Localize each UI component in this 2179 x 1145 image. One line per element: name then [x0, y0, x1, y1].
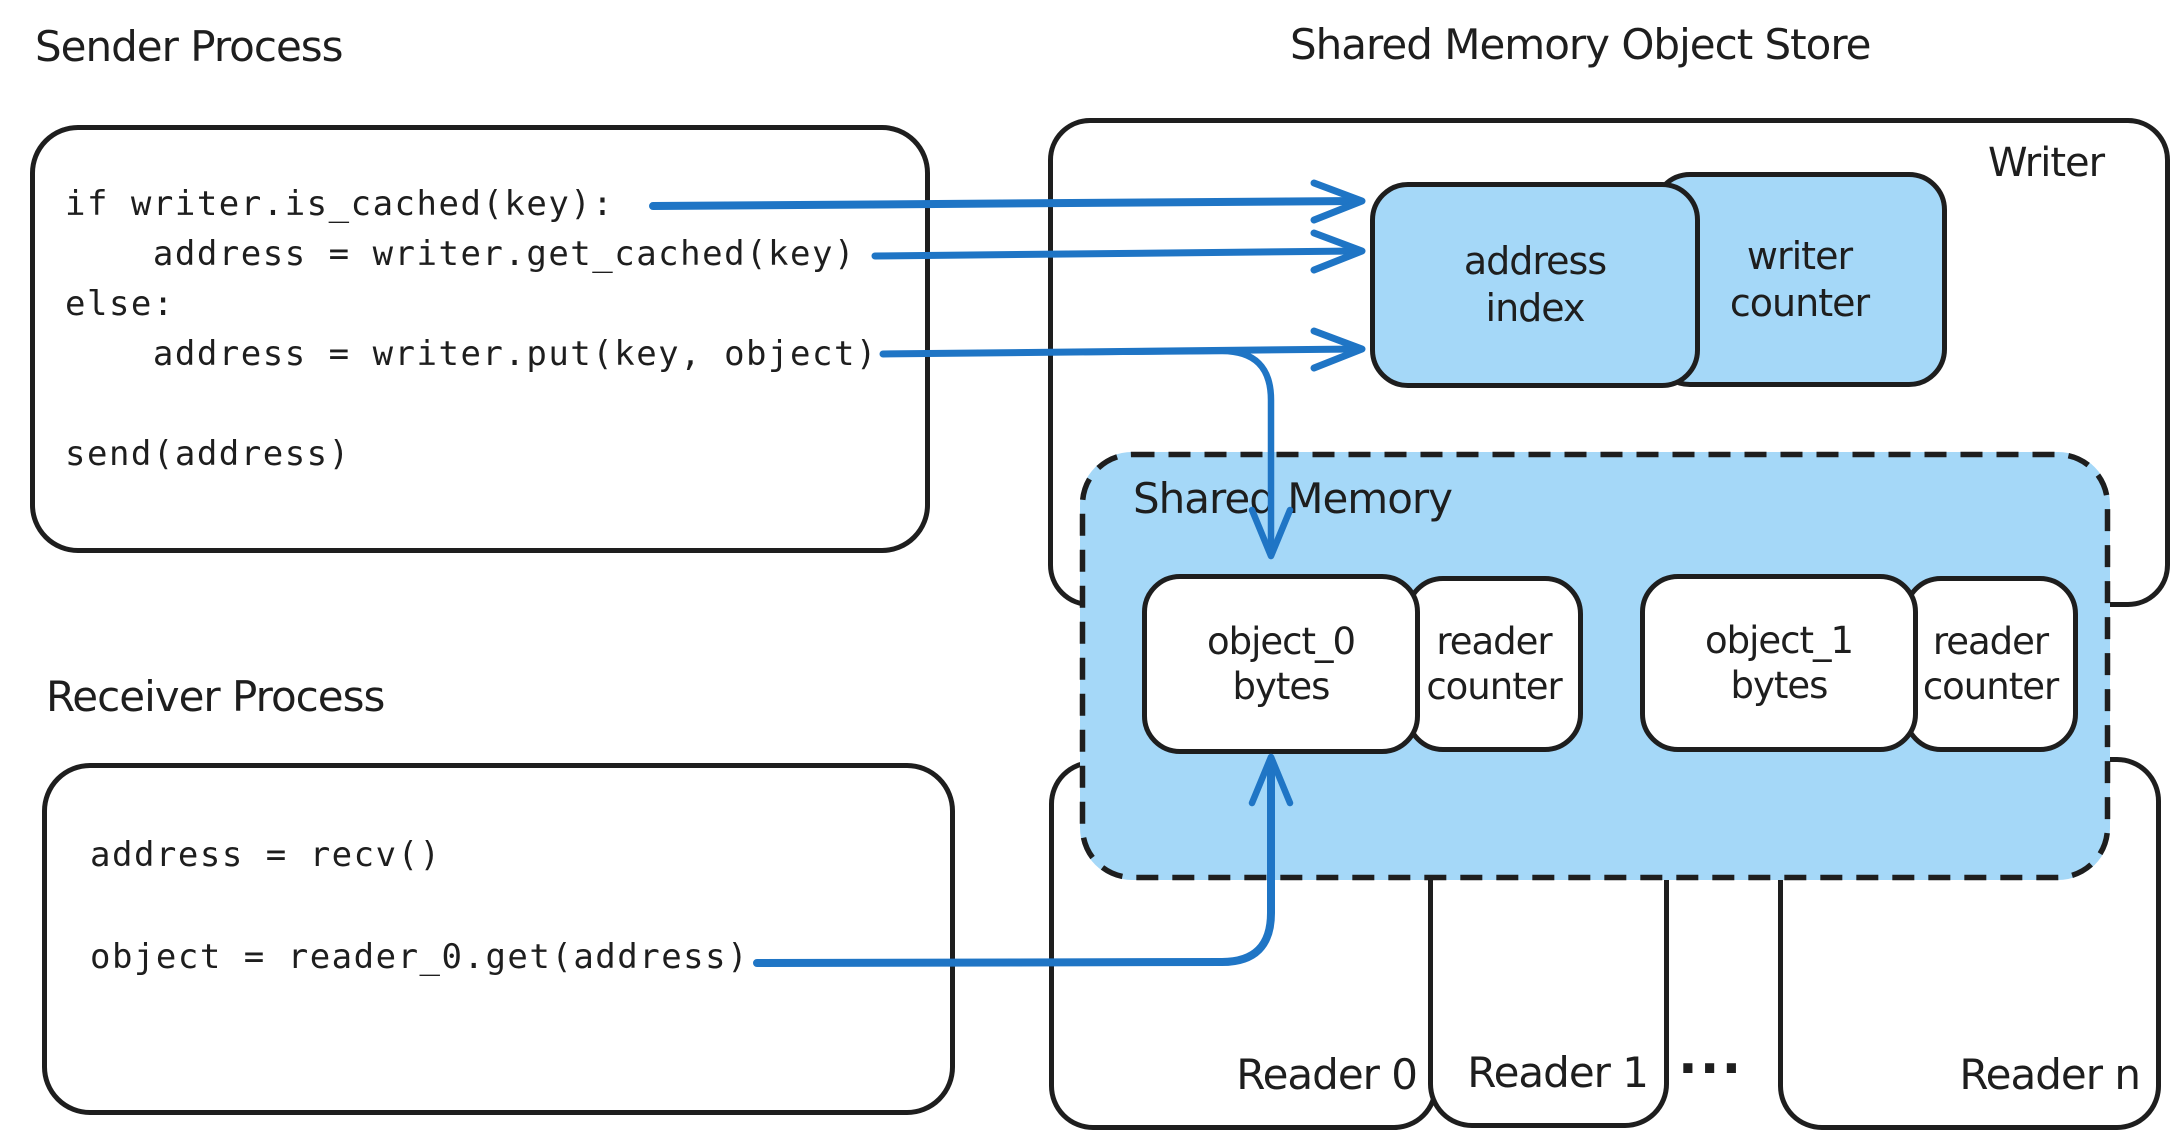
receiver-code-line-1: address = recv() [90, 835, 442, 875]
reader-counter-0-cell: reader counter [1405, 576, 1583, 752]
writer-counter-cell: writer counter [1652, 172, 1947, 387]
sender-code-line-4: address = writer.put(key, object) [65, 334, 878, 374]
address-index-line1: address [1463, 239, 1607, 283]
reader-1-label: Reader 1 [1467, 1048, 1649, 1097]
reader-counter-0-line2: counter [1426, 665, 1562, 708]
object-0-cell: object_0 bytes [1142, 574, 1420, 754]
sender-process-title: Sender Process [35, 22, 344, 71]
reader-counter-1-cell: reader counter [1903, 576, 2078, 752]
reader-n-label: Reader n [1959, 1050, 2141, 1099]
receiver-process-title: Receiver Process [46, 672, 385, 721]
receiver-code-line-3: object = reader_0.get(address) [90, 937, 750, 977]
shared-memory-label: Shared Memory [1133, 474, 1453, 523]
writer-counter-line2: counter [1729, 280, 1870, 325]
object-0-line2: bytes [1232, 665, 1331, 708]
receiver-code-line-2 [90, 881, 749, 932]
reader-counter-0-line1: reader [1436, 620, 1552, 663]
sender-code-line-5 [65, 379, 878, 429]
sender-code-line-1: if writer.is_cached(key): [65, 184, 615, 224]
sender-code-line-3: else: [65, 284, 175, 324]
address-index-line2: index [1485, 286, 1586, 330]
sender-code-box [30, 125, 930, 553]
reader-counter-1-line1: reader [1932, 620, 2049, 663]
object-1-line2: bytes [1730, 664, 1829, 707]
object-1-cell: object_1 bytes [1640, 574, 1918, 752]
reader-0-label: Reader 0 [1236, 1050, 1418, 1099]
store-title: Shared Memory Object Store [1290, 20, 1872, 69]
readers-ellipsis: ... [1678, 1026, 1744, 1086]
writer-label: Writer [1988, 140, 2105, 186]
object-1-line1: object_1 [1704, 619, 1854, 662]
address-index-cell: address index [1370, 182, 1700, 388]
reader-counter-1-line2: counter [1922, 665, 2059, 708]
object-0-line1: object_0 [1206, 620, 1356, 663]
receiver-code: address = recv() object = reader_0.get(a… [90, 830, 749, 983]
writer-counter-line1: writer [1746, 233, 1853, 278]
sender-code-line-6: send(address) [65, 434, 351, 474]
sender-code-line-2: address = writer.get_cached(key) [65, 234, 856, 274]
sender-code: if writer.is_cached(key): address = writ… [65, 179, 878, 479]
